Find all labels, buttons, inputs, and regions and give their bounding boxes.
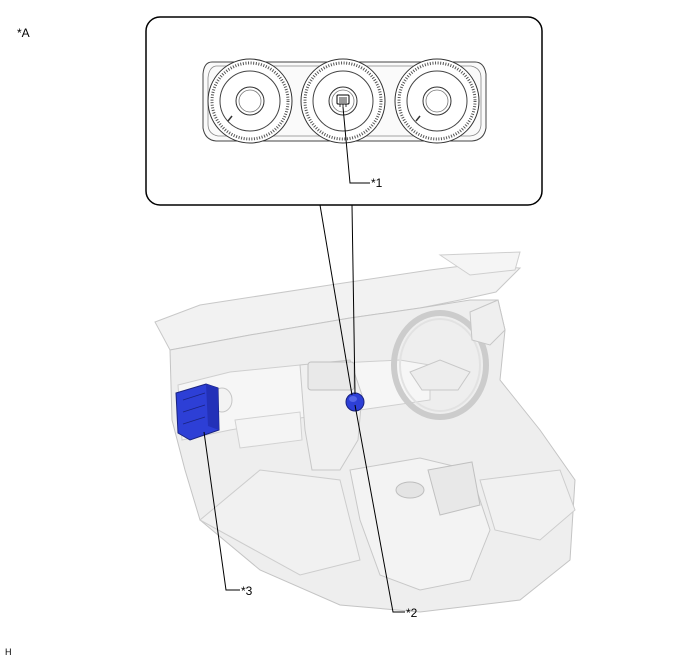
callout-1-label: *1 [371, 176, 383, 190]
inset-leader-right [351, 204, 356, 395]
callout-3-label: *3 [241, 584, 253, 598]
component-2-switch [345, 392, 365, 412]
left-knob [207, 58, 293, 144]
inset-panel [145, 16, 543, 206]
right-knob [394, 58, 480, 144]
vehicle-interior [154, 251, 576, 613]
figure-tag: *A [17, 26, 30, 40]
component-3-module [175, 383, 220, 441]
callout-2-leader [354, 404, 405, 613]
center-knob [300, 58, 386, 144]
inset-leader [319, 204, 353, 396]
callout-2-label: *2 [406, 606, 418, 620]
footer-code: H [5, 647, 12, 657]
rear-defrost-icon [336, 94, 350, 107]
callout-3-leader [203, 431, 240, 591]
callout-1-leader [342, 106, 370, 184]
